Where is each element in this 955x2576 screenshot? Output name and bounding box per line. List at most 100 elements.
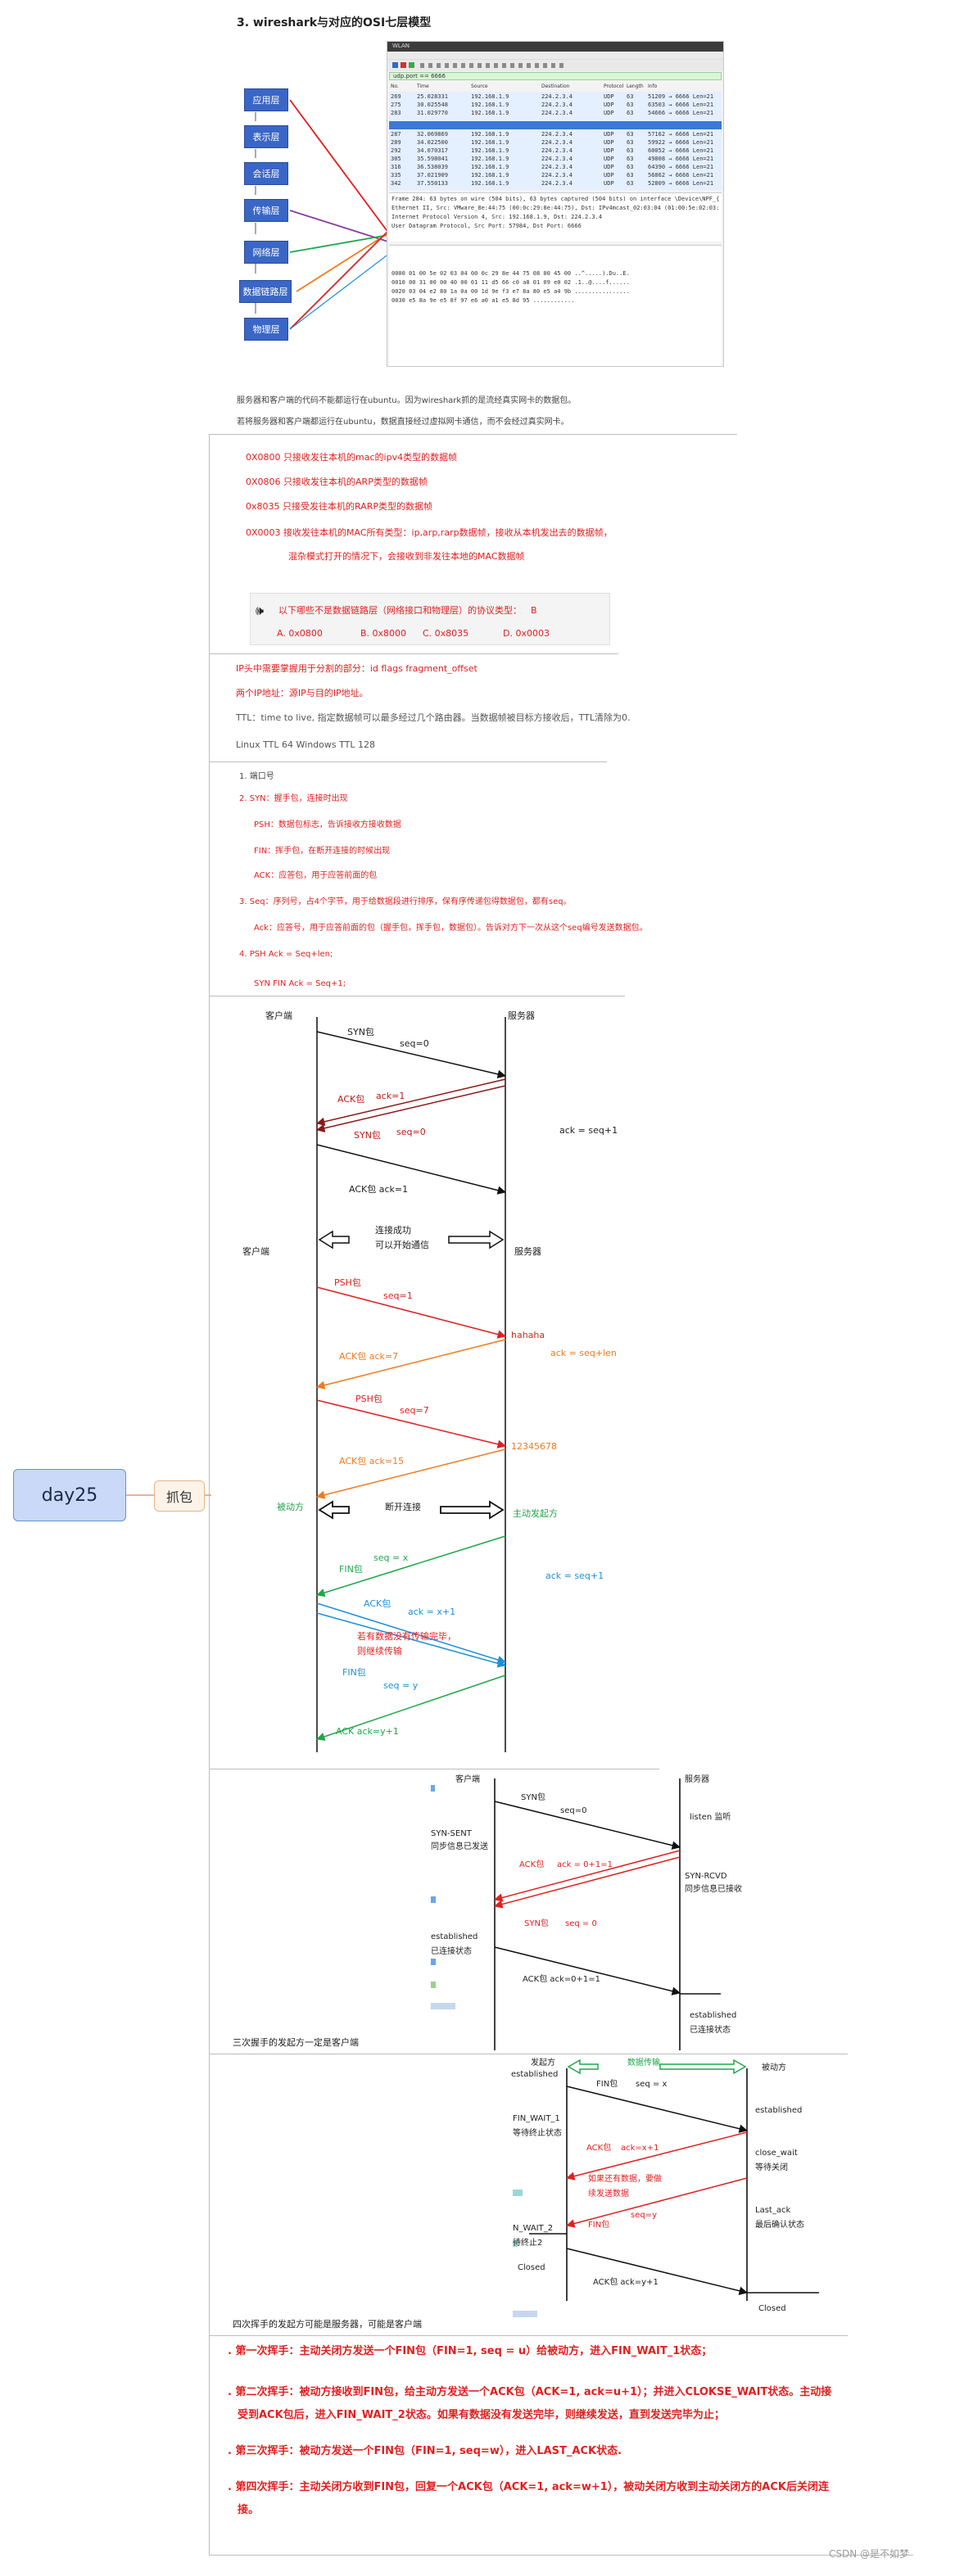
packet-bytes[interactable]: 0000 01 00 5e 02 03 04 00 0c 29 8e 44 75… <box>389 245 722 366</box>
packet-cell: UDP <box>604 172 614 179</box>
packet-cell: UDP <box>604 131 614 138</box>
payload-hahaha: hahaha <box>511 1330 545 1340</box>
initiator-closed: Closed <box>518 2263 545 2272</box>
mindmap-branch-node[interactable]: 抓包 <box>154 1480 205 1512</box>
wireshark-menubar[interactable] <box>387 52 723 60</box>
packet-cell: 54666 → 6666 Len=21 <box>648 110 714 116</box>
ethertype-0800: 0X0800 只接收发往本机的mac的ipv4类型的数据帧 <box>246 452 458 463</box>
ip-addresses: 两个IP地址：源IP与目的IP地址。 <box>236 688 369 698</box>
selected-packet-row[interactable] <box>389 121 722 129</box>
listen-state-label: listen 监听 <box>690 1813 731 1822</box>
packet-cell: 37.021909 <box>417 172 448 179</box>
packet-hex-line[interactable]: 0000 01 00 5e 02 03 04 00 0c 29 8e 44 75… <box>392 270 630 277</box>
wireshark-title: WLAN <box>392 43 410 49</box>
wireshark-toolbar[interactable] <box>387 60 723 71</box>
sidebar-marker <box>513 2311 537 2317</box>
packet-hex-line[interactable]: 0020 03 04 e2 80 1a 0a 00 1d 9e f3 e7 8a… <box>392 288 630 295</box>
display-filter-input[interactable]: udp.port == 6666 <box>393 73 446 79</box>
packet-cell: 283 <box>391 110 401 116</box>
can-communicate-label: 可以开始通信 <box>375 1240 429 1250</box>
packet-cell: 63 <box>627 147 634 154</box>
fin1-seq-label: seq = x <box>373 1552 409 1563</box>
packet-cell: 224.2.3.4 <box>541 131 573 138</box>
packet-cell: 287 <box>391 131 401 138</box>
passive-closed: Closed <box>758 2304 786 2313</box>
fin2-seq-label: seq = y <box>383 1680 419 1691</box>
capture-restart-icon[interactable] <box>409 62 414 68</box>
ack7-label: ACK包 ack=7 <box>339 1351 399 1362</box>
note-ubuntu-1: 服务器和客户端的代码不能都运行在ubuntu。因为wireshark抓的是流经真… <box>237 396 577 405</box>
packet-cell: 34.070317 <box>417 147 448 154</box>
packet-detail-line[interactable]: Internet Protocol Version 4, Src: 192.16… <box>392 214 603 220</box>
ack-formula-label: ack = seq+1 <box>559 1125 618 1136</box>
initiator-established: established <box>511 2070 559 2079</box>
tcp-item-fin: FIN：挥手包，在断开连接的时候出现 <box>254 847 391 856</box>
packet-cell: 192.168.1.9 <box>471 102 509 108</box>
display-filter-bar[interactable]: udp.port == 6666 <box>389 72 722 80</box>
d3-remain-note-2: 续发送数据 <box>588 2190 629 2199</box>
packet-hex-line[interactable]: 0010 00 31 00 00 40 00 01 11 d5 66 c0 a8… <box>392 279 630 286</box>
osi-layer-presentation: 表示层 <box>244 125 288 148</box>
d3-fin-seq: seq = x <box>636 2080 668 2089</box>
tcp-item-seq: 3. Seq：序列号，占4个字节，用于给数据段进行排序，保有序传递包得数据包，都… <box>239 897 572 906</box>
packet-cell: 60052 → 6666 Len=21 <box>648 147 714 154</box>
packet-cell: UDP <box>604 110 614 116</box>
d2-syn-label: SYN包 <box>521 1793 545 1802</box>
packet-cell: UDP <box>604 156 614 162</box>
packet-cell: 269 <box>391 93 401 100</box>
packet-detail-line[interactable]: Ethernet II, Src: VMware_8e:44:75 (00:0c… <box>392 205 719 211</box>
packet-cell: 224.2.3.4 <box>541 156 573 162</box>
diagram2-client-label: 客户端 <box>455 1775 480 1784</box>
tcp-sequence-diagram <box>315 1017 507 1752</box>
packet-cell: 192.168.1.9 <box>471 172 509 179</box>
mindmap-root-node[interactable]: day25 <box>13 1469 126 1521</box>
packet-cell: 63503 → 6666 Len=21 <box>648 102 714 108</box>
d2-syn2-label: SYN包 <box>524 1919 549 1928</box>
packet-cell: 224.2.3.4 <box>541 164 573 170</box>
wave-caption: 四次挥手的发起方可能是服务器，可能是客户端 <box>233 2319 422 2330</box>
packet-cell: 63 <box>627 139 634 146</box>
ack-packet-label: ACK包 <box>337 1094 365 1105</box>
passive-side-label: 被动方 <box>277 1502 304 1512</box>
disconnect-label: 断开连接 <box>385 1502 421 1512</box>
packet-cell: 192.168.1.9 <box>471 93 509 100</box>
psh1-packet-label: PSH包 <box>334 1277 361 1288</box>
packet-cell: 63 <box>627 172 634 179</box>
packet-cell: 224.2.3.4 <box>541 93 573 100</box>
toolbar-icons[interactable] <box>420 63 568 68</box>
capture-start-icon[interactable] <box>392 62 398 68</box>
tcp-item-synfin-formula: SYN FIN Ack = Seq+1; <box>254 979 346 988</box>
packet-cell: 56862 → 6666 Len=21 <box>648 172 714 179</box>
packet-cell: UDP <box>604 147 614 154</box>
sidebar-marker <box>431 1896 436 1903</box>
wave-state-diagram <box>529 2059 819 2301</box>
quiz-option-c: C. 0x8035 <box>423 628 469 639</box>
packet-detail-line[interactable]: Frame 284: 63 bytes on wire (504 bits), … <box>392 196 719 202</box>
wave-step-2: . 第二次挥手：被动方接收到FIN包，给主动方发送一个ACK包（ACK=1, a… <box>228 2386 832 2398</box>
quiz-option-d: D. 0x0003 <box>503 628 550 639</box>
wave-remain-note-1: 若有数据没有传输完毕， <box>357 1631 456 1642</box>
capture-stop-icon[interactable] <box>401 62 406 68</box>
packet-details[interactable]: Frame 284: 63 bytes on wire (504 bits), … <box>389 192 722 242</box>
d3-fin2-label: FIN包 <box>588 2221 610 2230</box>
packet-cell: 275 <box>391 102 401 108</box>
packet-detail-line[interactable]: User Datagram Protocol, Src Port: 57984,… <box>392 223 582 229</box>
packet-cell: 63 <box>627 102 634 108</box>
syn-sent-desc: 同步信息已发送 <box>431 1842 488 1851</box>
quiz-box: 🕪 以下哪些不是数据链路层（网络接口和物理层）的协议类型： B A. 0x080… <box>250 593 610 645</box>
sidebar-marker <box>513 2240 518 2247</box>
packet-cell: 37.550133 <box>417 180 448 187</box>
packet-hex-line[interactable]: 0030 e5 8a 9e e5 8f 97 e6 a0 a1 e5 8d 95… <box>392 297 575 304</box>
packet-cell: 63 <box>627 156 634 162</box>
